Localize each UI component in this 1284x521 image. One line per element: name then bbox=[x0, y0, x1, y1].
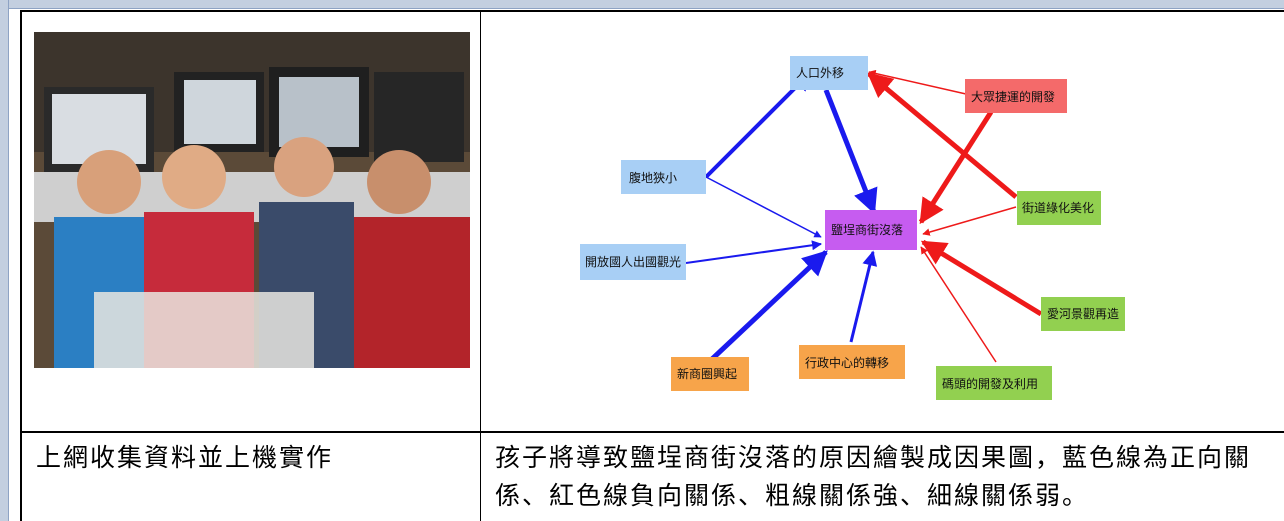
node-population-label: 人口外移 bbox=[796, 66, 844, 80]
link-travel-to-center bbox=[685, 240, 822, 264]
node-love-river-label: 愛河景觀再造 bbox=[1047, 307, 1119, 321]
causal-loop-diagram: 人口外移 大眾捷運的開發 腹地狹小 街道綠化美化 鹽埕商街沒落 開放國人出國觀光… bbox=[580, 56, 1125, 400]
node-center-label: 鹽埕商街沒落 bbox=[831, 222, 903, 237]
node-pier-label: 碼頭的開發及利用 bbox=[942, 376, 1038, 391]
node-admin-center-label: 行政中心的轉移 bbox=[805, 355, 889, 370]
node-small-land: 腹地狹小 bbox=[621, 160, 706, 194]
node-mrt: 大眾捷運的開發 bbox=[965, 79, 1067, 113]
caption-left-cell: 上網收集資料並上機實作 bbox=[20, 432, 481, 521]
node-love-river: 愛河景觀再造 bbox=[1041, 297, 1125, 331]
link-pier-to-center bbox=[920, 246, 997, 363]
node-new-district-label: 新商圈興起 bbox=[677, 366, 737, 381]
caption-right: 孩子將導致鹽埕商街沒落的原因繪製成因果圖，藍色線為正向關係、紅色線負向關係、粗線… bbox=[495, 443, 1252, 510]
classroom-photo-image bbox=[34, 32, 470, 368]
caption-right-cell: 孩子將導致鹽埕商街沒落的原因繪製成因果圖，藍色線為正向關係、紅色線負向關係、粗線… bbox=[480, 432, 1284, 521]
window-top-border bbox=[0, 0, 1284, 9]
link-new-district-to-center bbox=[709, 250, 828, 362]
link-street-green-to-center bbox=[922, 206, 1017, 236]
link-mrt-to-center bbox=[918, 110, 994, 225]
link-small-land-to-center bbox=[705, 176, 822, 238]
window-left-border bbox=[0, 0, 9, 521]
causal-diagram-cell: 人口外移 大眾捷運的開發 腹地狹小 街道綠化美化 鹽埕商街沒落 開放國人出國觀光… bbox=[480, 10, 1284, 433]
photo-cell bbox=[20, 10, 481, 433]
node-travel-label: 開放國人出國觀光 bbox=[585, 254, 681, 269]
node-population: 人口外移 bbox=[790, 56, 868, 90]
node-new-district: 新商圈興起 bbox=[671, 357, 749, 391]
node-admin-center: 行政中心的轉移 bbox=[799, 345, 905, 379]
node-street-green-label: 街道綠化美化 bbox=[1022, 201, 1094, 215]
node-street-green: 街道綠化美化 bbox=[1017, 191, 1101, 225]
link-population-to-center bbox=[823, 89, 878, 215]
node-mrt-label: 大眾捷運的開發 bbox=[971, 89, 1055, 104]
node-travel: 開放國人出國觀光 bbox=[580, 244, 686, 280]
link-street-green-to-population bbox=[867, 72, 1018, 199]
link-admin-center-to-center bbox=[849, 250, 878, 343]
node-small-land-label: 腹地狹小 bbox=[629, 171, 677, 185]
caption-left: 上網收集資料並上機實作 bbox=[36, 443, 334, 472]
node-pier: 碼頭的開發及利用 bbox=[936, 366, 1052, 400]
link-love-river-to-center bbox=[920, 239, 1043, 317]
classroom-photo bbox=[34, 32, 470, 368]
node-center: 鹽埕商街沒落 bbox=[825, 210, 917, 250]
